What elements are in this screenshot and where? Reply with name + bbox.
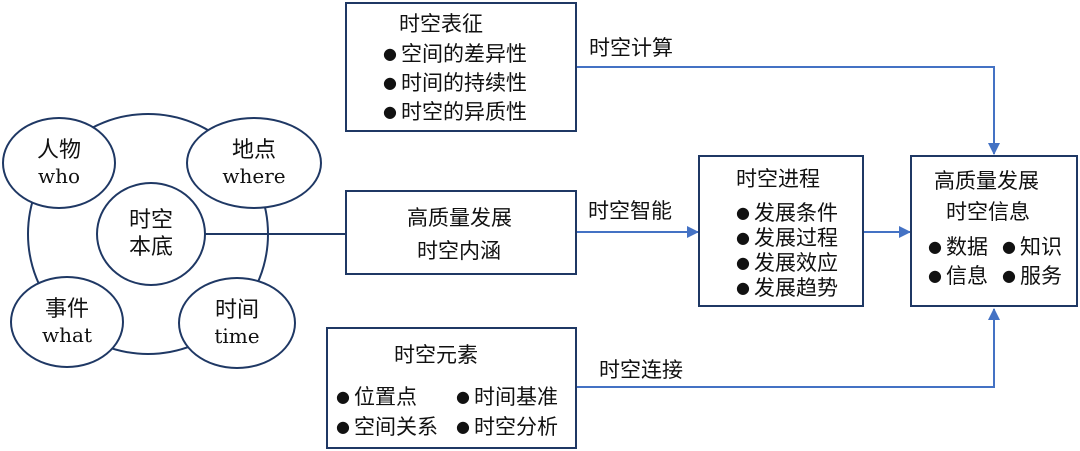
ellipse-what-cn: 事件 (44, 296, 89, 322)
information-item-label: 服务 (1019, 264, 1062, 288)
information-title-line1: 高质量发展 (934, 169, 1039, 193)
process-item-label: 发展条件 (753, 201, 838, 225)
information-item: ●数据 (928, 237, 988, 258)
ellipse-who-cn: 人物 (36, 137, 81, 163)
elements-item-label: 时空分析 (473, 415, 558, 439)
bullet-icon: ● (383, 44, 397, 63)
arrow-computing (577, 66, 1000, 155)
information-item-label: 数据 (945, 235, 988, 259)
bullet-icon: ● (736, 203, 750, 222)
representation-item: ●时间的持续性 (383, 73, 527, 94)
elements-item: ●位置点 (336, 387, 417, 408)
process-item: ●发展效应 (736, 253, 838, 274)
ellipse-base: 时空 本底 (96, 182, 206, 286)
representation-item: ●空间的差异性 (383, 44, 527, 65)
bullet-icon: ● (456, 387, 470, 406)
arrow-connection (577, 308, 1000, 388)
ellipse-who-en: who (37, 164, 81, 189)
bullet-icon: ● (336, 387, 350, 406)
elements-title: 时空元素 (394, 343, 478, 367)
process-item: ●发展过程 (736, 228, 838, 249)
ellipse-who: 人物 who (2, 117, 116, 209)
bullet-icon: ● (1002, 266, 1016, 285)
representation-item-label: 空间的差异性 (400, 42, 527, 66)
representation-item-label: 时间的持续性 (400, 71, 527, 95)
elements-item: ●空间关系 (336, 417, 438, 438)
process-item-label: 发展效应 (753, 251, 838, 275)
connotation-line1: 高质量发展 (407, 206, 512, 230)
ellipse-where: 地点 where (186, 117, 322, 209)
process-item-label: 发展过程 (753, 226, 838, 250)
bullet-icon: ● (1002, 237, 1016, 256)
bullet-icon: ● (383, 102, 397, 121)
elements-item-label: 位置点 (353, 385, 417, 409)
ellipse-what-en: what (42, 323, 92, 348)
ellipse-where-en: where (222, 164, 286, 189)
information-item-label: 信息 (945, 264, 988, 288)
bullet-icon: ● (928, 266, 942, 285)
elements-box: 时空元素 ●位置点 ●时间基准 ●空间关系 ●时空分析 (326, 327, 577, 449)
representation-item-label: 时空的异质性 (400, 100, 527, 124)
process-item-label: 发展趋势 (753, 276, 838, 300)
information-box: 高质量发展 时空信息 ●数据 ●知识 ●信息 ●服务 (910, 155, 1078, 307)
ellipse-time-cn: 时间 (214, 297, 259, 323)
edge-label-computing: 时空计算 (589, 36, 673, 60)
process-item: ●发展条件 (736, 203, 838, 224)
edge-label-intelligence: 时空智能 (588, 199, 672, 223)
bullet-icon: ● (736, 253, 750, 272)
bullet-icon: ● (736, 278, 750, 297)
process-title: 时空进程 (736, 167, 820, 191)
bullet-icon: ● (336, 417, 350, 436)
ellipse-time-en: time (214, 324, 260, 349)
elements-item-label: 空间关系 (353, 415, 438, 439)
process-box: 时空进程 ●发展条件 ●发展过程 ●发展效应 ●发展趋势 (698, 155, 864, 307)
bullet-icon: ● (383, 73, 397, 92)
process-item: ●发展趋势 (736, 278, 838, 299)
information-item: ●信息 (928, 266, 988, 287)
elements-item: ●时空分析 (456, 417, 558, 438)
information-title-line2: 时空信息 (946, 200, 1030, 224)
representation-box: 时空表征 ●空间的差异性 ●时间的持续性 ●时空的异质性 (345, 2, 577, 132)
information-item: ●知识 (1002, 237, 1062, 258)
ellipse-what: 事件 what (10, 276, 124, 368)
connotation-line2: 时空内涵 (417, 239, 501, 263)
edge-label-connection: 时空连接 (599, 358, 683, 382)
bullet-icon: ● (456, 417, 470, 436)
elements-item-label: 时间基准 (473, 385, 558, 409)
connotation-box: 高质量发展 时空内涵 (345, 190, 577, 275)
bullet-icon: ● (928, 237, 942, 256)
ellipse-time: 时间 time (178, 277, 296, 369)
representation-title: 时空表征 (399, 12, 483, 36)
center-line1: 时空 (128, 207, 173, 233)
information-item-label: 知识 (1019, 235, 1062, 259)
information-item: ●服务 (1002, 266, 1062, 287)
elements-item: ●时间基准 (456, 387, 558, 408)
ellipse-where-cn: 地点 (231, 137, 276, 163)
center-line2: 本底 (128, 235, 173, 260)
bullet-icon: ● (736, 228, 750, 247)
representation-item: ●时空的异质性 (383, 102, 527, 123)
